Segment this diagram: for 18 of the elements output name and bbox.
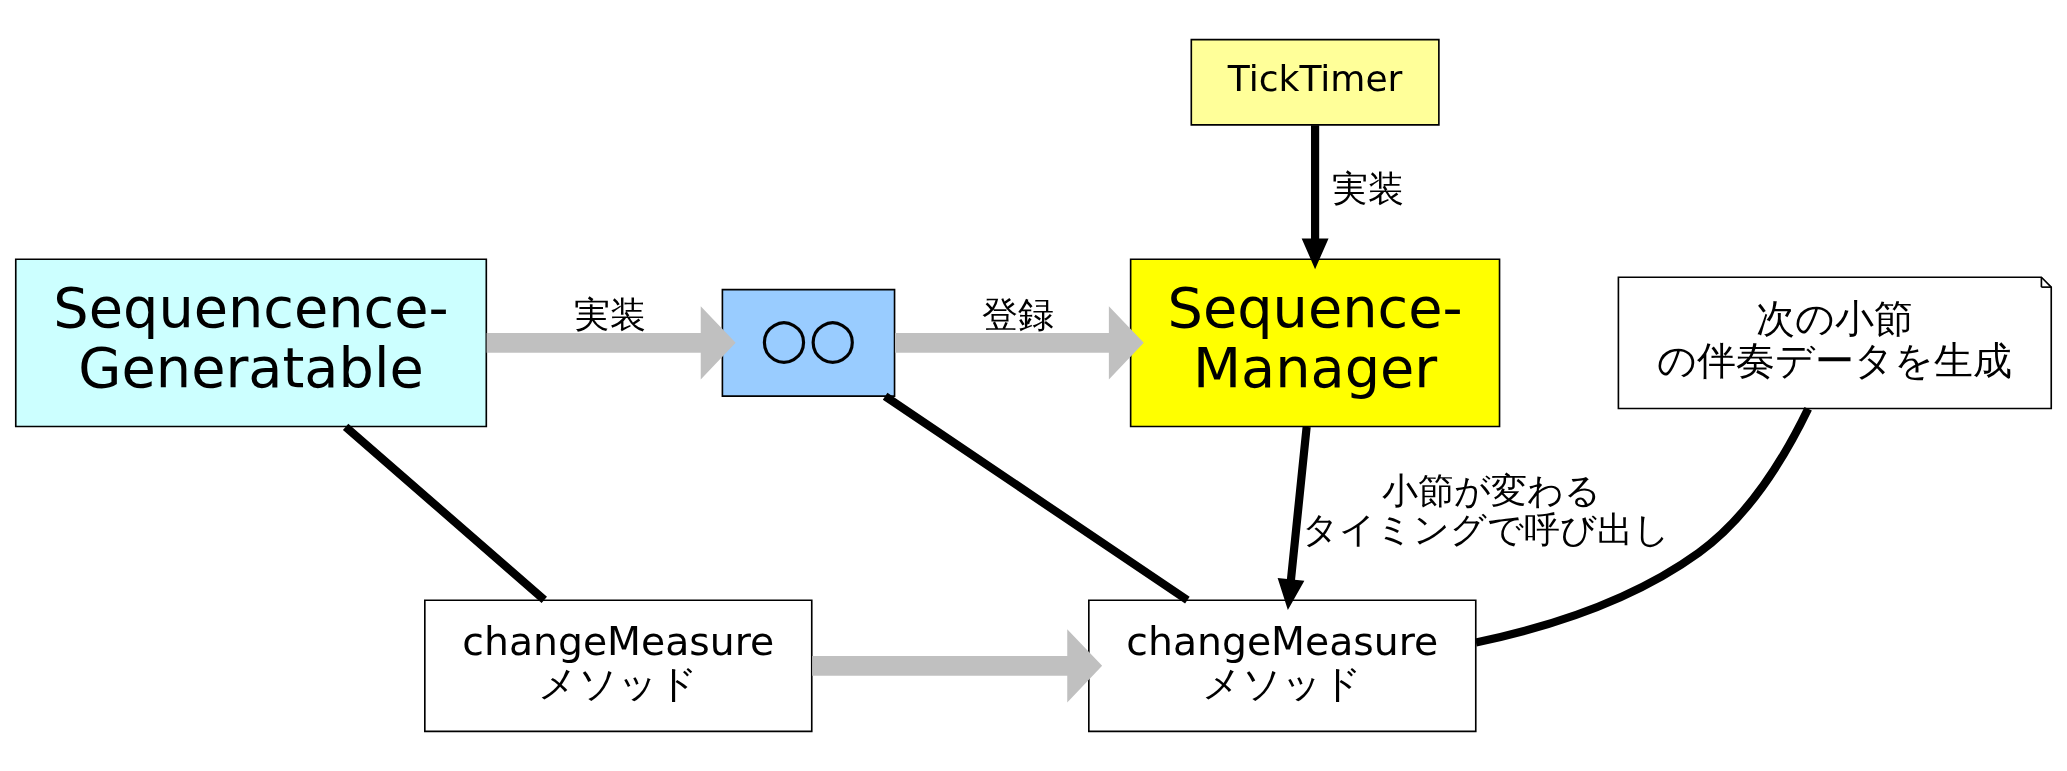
edge-label: 小節が変わるタイミングで呼び出し <box>1301 469 1670 552</box>
arrow <box>812 629 1103 703</box>
connector <box>342 423 547 603</box>
node-box: changeMeasure メソッド <box>424 599 813 733</box>
node-box: TickTimer <box>1190 38 1440 126</box>
node-box: Sequencence- Generatable <box>14 258 488 428</box>
arrow <box>895 306 1144 380</box>
edge-label: 実装 <box>1332 168 1405 211</box>
edge-label: 実装 <box>574 294 647 337</box>
connector <box>1475 406 1812 647</box>
node-box: Sequence- Manager <box>1129 258 1501 428</box>
edge-label: 登録 <box>982 294 1055 337</box>
connector <box>882 392 1190 604</box>
arrow <box>1301 125 1329 270</box>
node-box: ○○ <box>721 288 896 397</box>
arrow <box>486 306 736 380</box>
node-box: changeMeasure メソッド <box>1088 599 1477 733</box>
arrow <box>1277 426 1311 610</box>
